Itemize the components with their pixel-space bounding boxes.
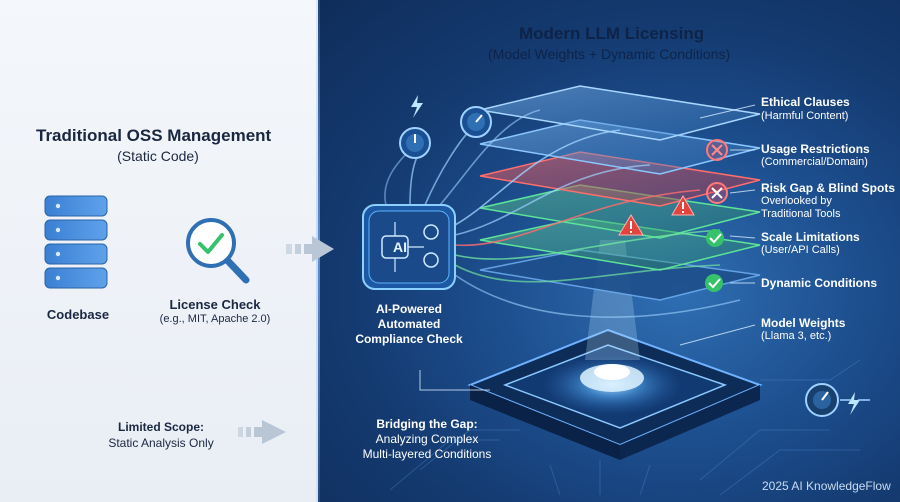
- circuit-traces: [389, 359, 861, 496]
- ai-label-line3: Compliance Check: [355, 332, 463, 346]
- callout-ethical-title: Ethical Clauses: [761, 95, 850, 109]
- callout-risk-title: Risk Gap & Blind Spots: [761, 181, 896, 195]
- license-check-examples: (e.g., MIT, Apache 2.0): [159, 313, 271, 325]
- license-check-label: License Check: [169, 297, 261, 312]
- x-circle-icon: [706, 182, 728, 204]
- layer-model-weights: [479, 249, 761, 301]
- callout-usage-title: Usage Restrictions: [761, 142, 870, 156]
- callout-risk-desc: Overlooked by: [761, 195, 832, 207]
- ai-chip-label: AI: [393, 239, 407, 255]
- footer-credit: 2025 AI KnowledgeFlow: [762, 479, 891, 493]
- x-circle-icon: [706, 139, 728, 161]
- callout-scale-desc: (User/API Calls): [761, 244, 840, 256]
- callout-dynamic-title: Dynamic Conditions: [761, 276, 878, 290]
- lightning-icon: [411, 95, 423, 118]
- dial-icon: [805, 383, 839, 417]
- arrow-right-icon: [238, 420, 286, 444]
- right-subtitle: (Model Weights + Dynamic Conditions): [488, 46, 731, 62]
- callout-risk-desc2: Traditional Tools: [761, 208, 841, 220]
- callout-usage-desc: (Commercial/Domain): [761, 156, 868, 168]
- layer-ethical-clauses: [479, 85, 761, 141]
- callout-ethical-desc: (Harmful Content): [761, 110, 849, 122]
- layer-scale-limitations: [479, 184, 761, 239]
- layer-risk-gap: [479, 151, 761, 207]
- callout-lines: [419, 104, 756, 391]
- ai-label-line2: Automated: [377, 317, 441, 331]
- limited-scope-desc: Static Analysis Only: [108, 436, 214, 450]
- database-icon: [44, 195, 108, 289]
- layer-usage-restrictions: [479, 119, 761, 175]
- ai-label-line1: AI-Powered: [375, 302, 442, 316]
- limited-scope-title: Limited Scope:: [117, 420, 204, 434]
- magnifier-check-icon: [186, 218, 250, 284]
- ai-chip-icon: [362, 204, 456, 290]
- callout-scale-title: Scale Limitations: [761, 230, 860, 244]
- bridge-line3: Multi-layered Conditions: [362, 447, 492, 461]
- right-title: Modern LLM Licensing: [519, 24, 705, 43]
- dial-icon: [460, 106, 492, 138]
- license-layers: [479, 85, 761, 301]
- warning-icon: [671, 195, 695, 216]
- left-title: Traditional OSS Management: [36, 126, 272, 145]
- connection-lines: [384, 109, 741, 318]
- dial-icon: [399, 127, 431, 159]
- lightning-icon: [848, 392, 860, 415]
- callout-weights-desc: (Llama 3, etc.): [761, 330, 832, 342]
- processor-base-icon: [467, 240, 763, 460]
- warning-icon: [618, 214, 644, 236]
- check-circle-icon: [706, 229, 724, 247]
- left-subtitle: (Static Code): [117, 148, 199, 164]
- check-circle-icon: [705, 274, 723, 292]
- arrow-right-icon: [286, 236, 334, 262]
- layer-dynamic-conditions: [479, 217, 761, 271]
- bridge-line2: Analyzing Complex: [375, 432, 479, 446]
- codebase-label: Codebase: [46, 307, 110, 322]
- callout-weights-title: Model Weights: [761, 316, 846, 330]
- bridge-line1: Bridging the Gap:: [376, 417, 478, 431]
